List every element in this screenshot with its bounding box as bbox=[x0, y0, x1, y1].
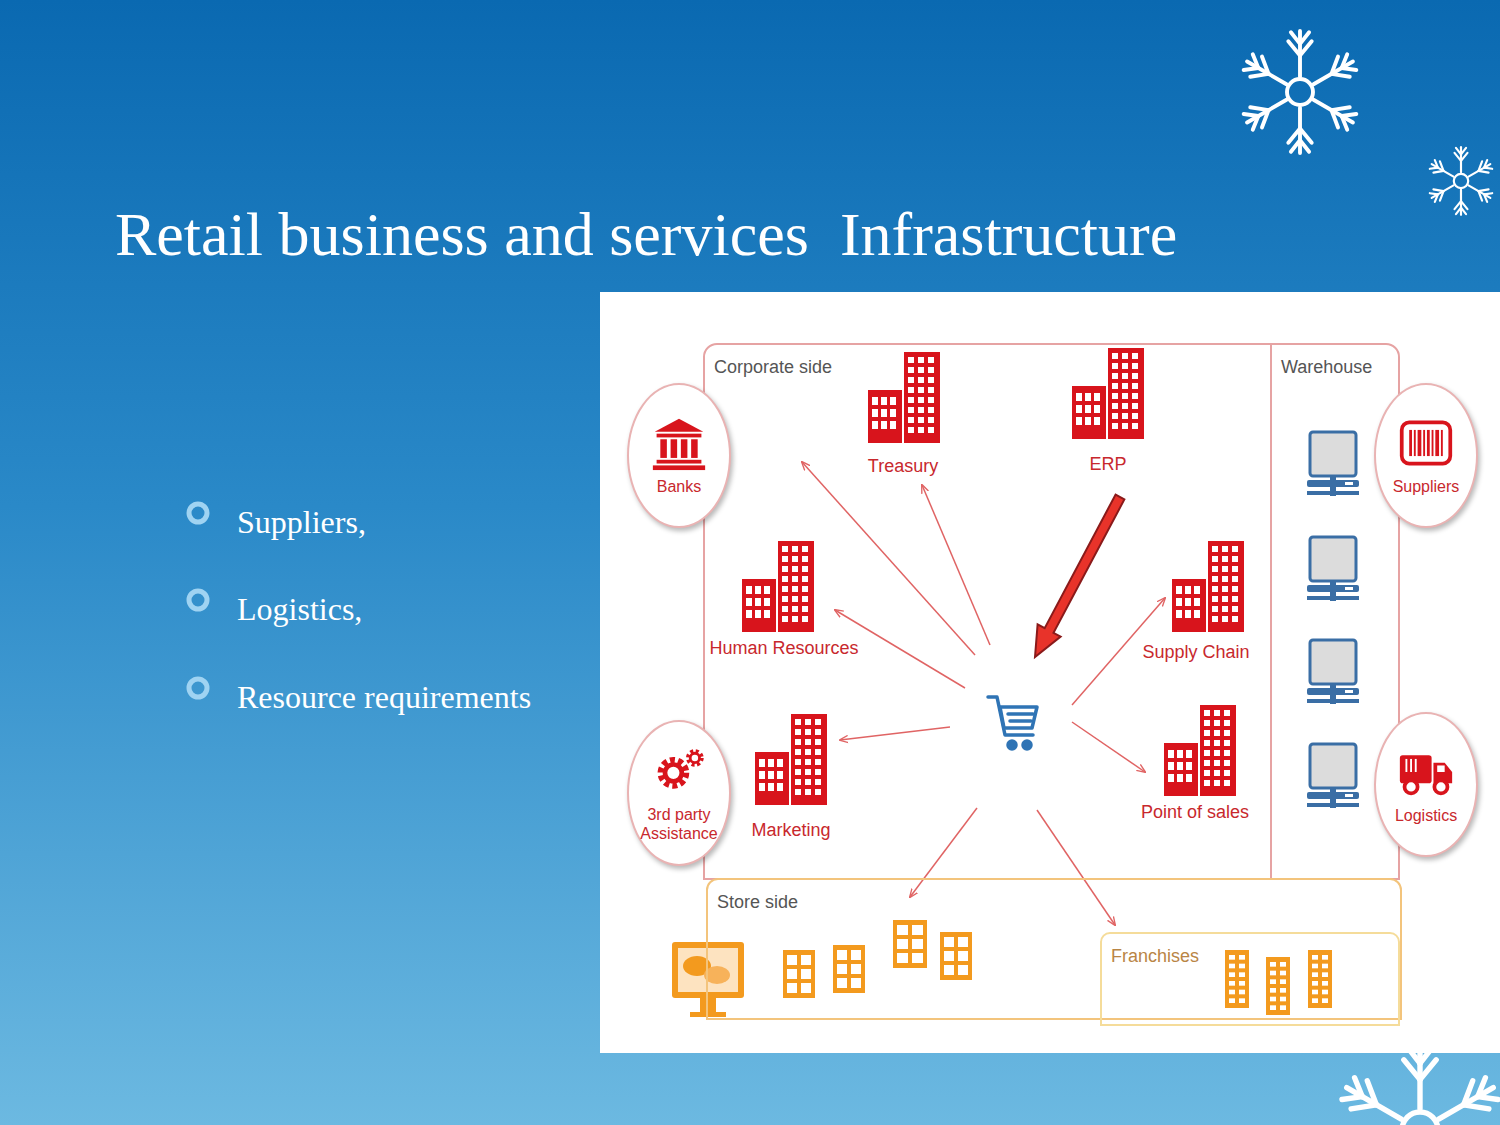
node-label: Corporate side bbox=[714, 357, 1261, 379]
gear-icon bbox=[651, 743, 707, 799]
store-building-icon bbox=[1225, 950, 1249, 1008]
department-building: Treasury bbox=[855, 350, 951, 478]
building-icon bbox=[1072, 348, 1144, 439]
node-label: Marketing bbox=[751, 820, 830, 842]
department-building: ERP bbox=[1060, 346, 1156, 476]
bullet-item: Resource requirements bbox=[237, 681, 531, 713]
store-building-icon bbox=[1308, 950, 1332, 1008]
slide-title: Retail business and services Infrastruct… bbox=[115, 203, 1177, 265]
title-block: Retail business and services Infrastruct… bbox=[115, 203, 1177, 265]
bullet-markers bbox=[189, 504, 207, 697]
building-icon bbox=[868, 352, 940, 443]
department-building: Point of sales bbox=[1133, 702, 1257, 824]
store-building-icon bbox=[940, 932, 972, 980]
node-label: Human Resources bbox=[709, 638, 858, 660]
snowflake bbox=[1339, 1045, 1500, 1125]
corporate-region: Corporate sideTreasury ERP Human Resources… bbox=[703, 343, 1272, 880]
supplier-circle: Suppliers bbox=[1374, 383, 1478, 528]
franchise-region: Franchises bbox=[1100, 932, 1400, 1026]
node-label: Logistics bbox=[1383, 806, 1469, 825]
bullet-item: Logistics, bbox=[237, 593, 362, 625]
node-label: Suppliers bbox=[1383, 477, 1469, 496]
bullet-text: Logistics, bbox=[237, 593, 362, 625]
snowflake bbox=[1241, 31, 1359, 153]
shopping-cart bbox=[988, 697, 1037, 749]
store-building-icon bbox=[783, 950, 815, 998]
store-region: Store sideFranchises bbox=[706, 878, 1402, 1020]
warehouse-computers bbox=[1307, 432, 1359, 808]
diagram-panel bbox=[600, 292, 1500, 1053]
building-icon bbox=[742, 541, 814, 632]
erp-arrow bbox=[1035, 495, 1124, 657]
department-building: Human Resources bbox=[705, 538, 862, 660]
bank-icon bbox=[651, 415, 707, 471]
bank-circle: Banks bbox=[627, 383, 731, 528]
node-label: Banks bbox=[636, 477, 722, 496]
node-label: Store side bbox=[717, 892, 1391, 914]
building-icon bbox=[1164, 705, 1236, 796]
store-building-icon bbox=[893, 920, 927, 968]
building-icons bbox=[742, 348, 1332, 1015]
node-label: Franchises bbox=[1111, 946, 1389, 968]
department-building: Supply Chain bbox=[1135, 538, 1257, 664]
truck-icon bbox=[1398, 744, 1454, 800]
logistics-circle: Logistics bbox=[1374, 712, 1478, 857]
department-building: Marketing bbox=[744, 712, 838, 842]
store-building-icon bbox=[1266, 957, 1290, 1015]
node-label: Warehouse bbox=[1281, 357, 1389, 379]
bullet-text: Suppliers, bbox=[237, 506, 366, 538]
building-icon bbox=[755, 714, 827, 805]
node-label: Supply Chain bbox=[1142, 642, 1249, 664]
bullet-text: Resource requirements bbox=[237, 681, 531, 713]
flow-arrows bbox=[802, 462, 1165, 925]
store-monitor bbox=[672, 942, 744, 1017]
node-label: ERP bbox=[1089, 454, 1126, 476]
bullet-item: Suppliers, bbox=[237, 506, 366, 538]
building-icon bbox=[1172, 541, 1244, 632]
node-label: Point of sales bbox=[1141, 802, 1249, 824]
assistance-circle: 3rd party Assistance bbox=[627, 720, 731, 866]
node-label: Treasury bbox=[868, 456, 938, 478]
store-building-icon bbox=[833, 945, 865, 993]
snowflake bbox=[1428, 147, 1493, 215]
barcode-icon bbox=[1398, 415, 1454, 471]
node-label: 3rd party Assistance bbox=[636, 805, 722, 843]
